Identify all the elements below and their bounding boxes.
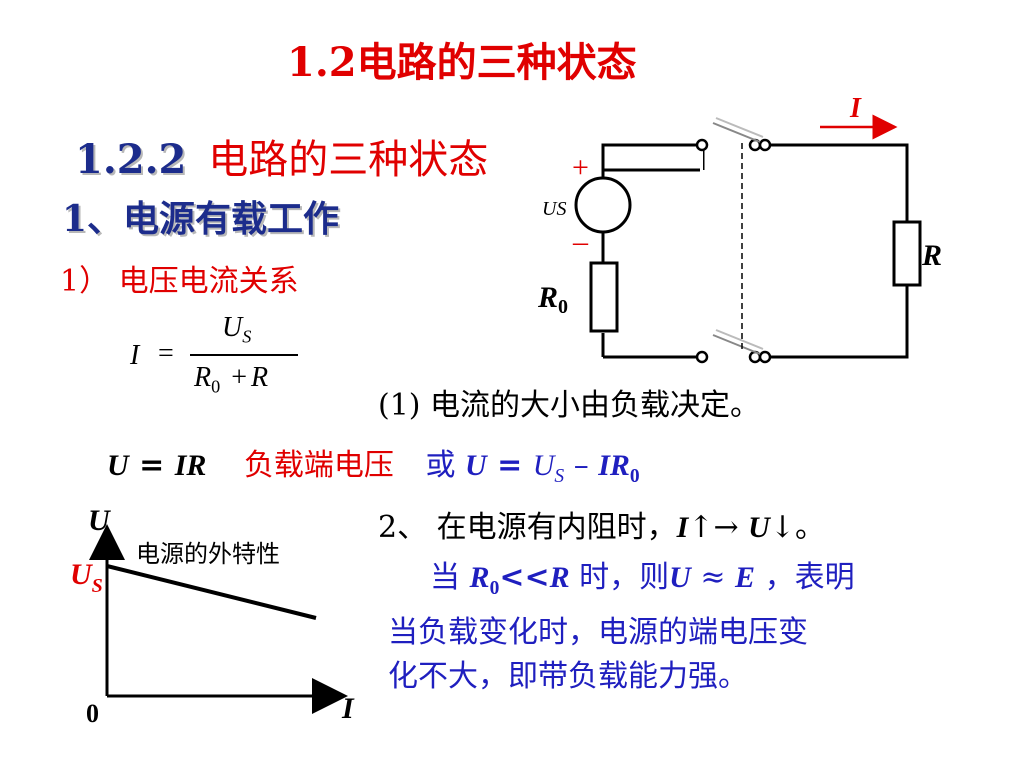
internal-resistor [589, 261, 619, 333]
note-internal-resistance: 2、 在电源有内阻时，I↑→ U↓。 [378, 510, 825, 545]
terminal-voltage-label: 负载端电压 [243, 448, 394, 483]
current-label: I [849, 93, 862, 124]
origin-label: 0 [86, 699, 99, 728]
fraction-bar [190, 354, 298, 356]
characteristic-line [106, 564, 317, 620]
y-axis-label: U [88, 504, 111, 537]
source-minus: – [572, 225, 589, 258]
internal-resistor-label: R0 [537, 281, 568, 318]
eq2-ir0: IR0 [598, 449, 640, 487]
note-current-load: (1) 电流的大小由负载决定。 [378, 388, 761, 423]
formula-equals: = [158, 338, 174, 369]
slide-title: 1.2电路的三种状态 [287, 39, 637, 86]
bottom-switch [695, 329, 772, 364]
us-label: US [70, 558, 103, 597]
topic-heading: 1） 电压电流关系 [60, 264, 299, 299]
x-axis-label: I [341, 692, 355, 725]
graph-caption: 电源的外特性 [136, 540, 280, 568]
source-label: US [542, 198, 566, 220]
load-resistor [892, 220, 922, 287]
voltage-source [574, 176, 632, 234]
formula-numerator: US [222, 312, 252, 347]
top-switch [695, 117, 772, 152]
external-characteristic-graph: U I 0 US [70, 504, 355, 728]
circuit-diagram: I + – US R0 R [537, 93, 942, 364]
eq-u: U [107, 449, 129, 482]
eq-equals: = [128, 448, 175, 483]
conclusion-line-2: 当负载变化时，电源的端电压变 [388, 615, 808, 650]
or-label: 或 [425, 448, 456, 483]
load-resistor-label: R [921, 239, 942, 272]
eq2-us: US [532, 449, 565, 487]
eq-ir: IR [174, 449, 207, 482]
circuit-wires [601, 143, 909, 359]
wire-top [601, 143, 698, 170]
voltage-equation-line: U = IR 负载端电压 或 U = US – IR0 [107, 448, 640, 487]
current-formula: I = US R0 +R [130, 312, 310, 402]
subsection-heading: 1、电源有载工作 [62, 198, 340, 240]
eq2-u: U [465, 449, 487, 482]
conclusion-line-1: 当 R0<<R 时，则U ≈ E ，表明 [430, 560, 855, 599]
conclusion-line-3: 化不大，即带负载能力强。 [388, 659, 748, 694]
formula-denominator: R0 +R [194, 362, 269, 397]
formula-lhs: I [130, 340, 140, 371]
section-heading-text: 电路的三种状态 [208, 137, 489, 183]
source-plus: + [572, 151, 589, 184]
section-number: 1.2.2 [75, 136, 187, 183]
note-conclusion: 当 R0<<R 时，则U ≈ E ，表明 当负载变化时，电源的端电压变 化不大，… [388, 556, 855, 699]
section-heading: 1.2.2 电路的三种状态 [75, 127, 488, 185]
